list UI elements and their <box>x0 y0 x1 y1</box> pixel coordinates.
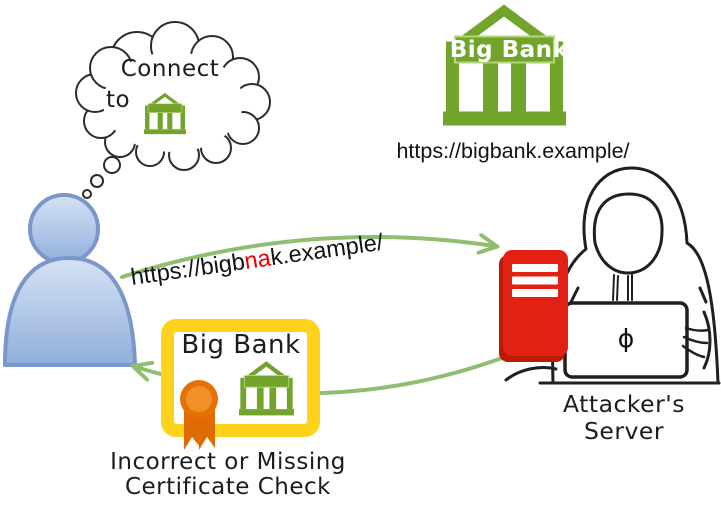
thought-text-line2: to <box>105 87 131 113</box>
user-body <box>3 256 137 367</box>
hood-drawstrings <box>612 274 633 301</box>
bubble-trail-dot <box>82 189 92 199</box>
bubble-trail-dot <box>90 174 104 188</box>
ribbon-seal-icon <box>180 380 218 450</box>
caption-line1: Incorrect or Missing <box>110 449 346 475</box>
thought-text-line1: Connect <box>120 56 220 82</box>
arrow-user-to-server <box>120 237 494 279</box>
attacker-label-line1: Attacker's <box>562 390 685 418</box>
bank-url-text: https://bigbank.example/ <box>396 139 630 163</box>
server-slot <box>512 264 558 272</box>
certificate-title: Big Bank <box>181 330 301 360</box>
bank-banner-label: Big Bank <box>449 37 569 63</box>
right-arm-line <box>702 310 712 370</box>
typing-motion-lines <box>681 326 710 359</box>
user-head <box>28 193 100 265</box>
user-icon <box>3 193 137 367</box>
arm-behind-server-line <box>504 365 558 382</box>
hacker-face <box>592 192 664 275</box>
caption-line2: Certificate Check <box>124 474 332 500</box>
right-sleeve-line <box>698 286 708 304</box>
laptop-logo: ϕ <box>618 324 635 353</box>
bubble-trail-dot <box>103 156 121 174</box>
server-slot <box>512 289 558 297</box>
server-icon <box>499 250 568 362</box>
hacker-icon: ϕ <box>504 166 721 385</box>
attacker-label-line2: Server <box>583 417 665 445</box>
phishing-url-typo: na <box>242 244 273 274</box>
seal-rosette-inner <box>186 386 212 412</box>
left-sleeve-line <box>569 286 580 304</box>
server-slot <box>512 276 558 285</box>
bank-icon-large <box>443 3 566 127</box>
